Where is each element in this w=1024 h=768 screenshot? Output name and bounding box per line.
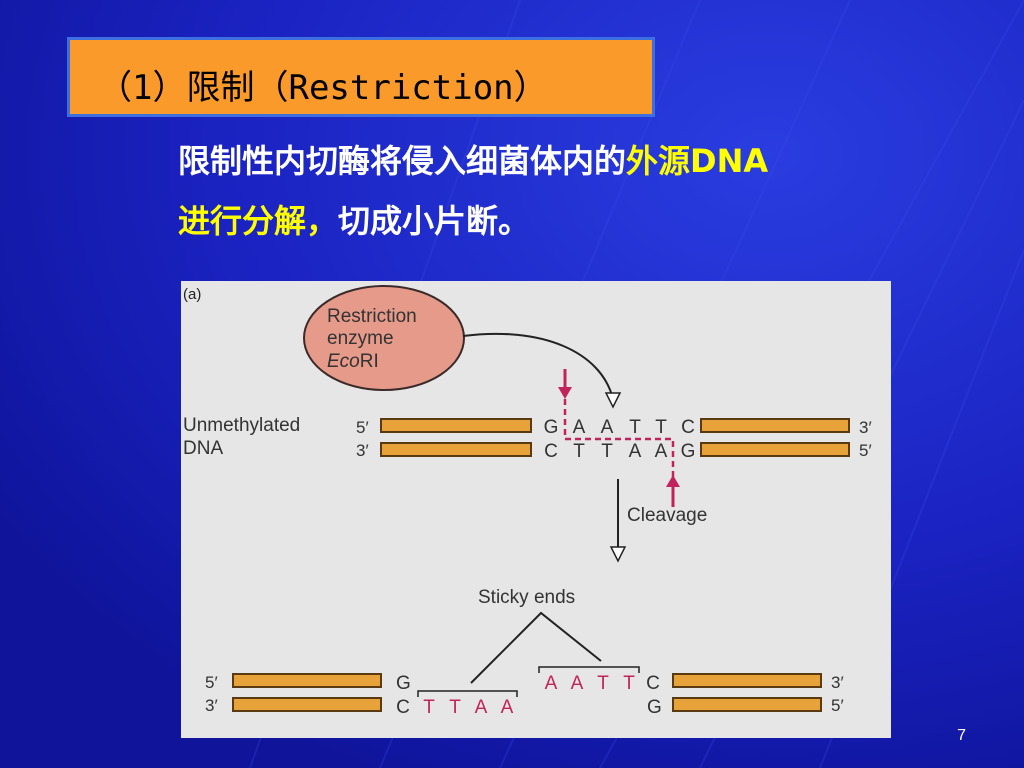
bottom-left-5prime: 5′: [205, 673, 218, 692]
bl-bottom-base-3: A: [475, 697, 488, 718]
top-seq-3: T: [629, 417, 641, 438]
bl-bottom-base-2: T: [449, 697, 461, 718]
br-bottom-base: G: [647, 697, 662, 718]
restriction-diagram: (a) Restriction enzyme EcoRI Unmethylate…: [181, 281, 891, 738]
bottom-right-3prime: 3′: [831, 673, 844, 692]
bottom-seq-3: A: [629, 441, 642, 462]
bottom-seq-5: G: [681, 441, 696, 462]
top-seq-2: A: [601, 417, 614, 438]
br-top-base-1: A: [571, 673, 584, 694]
enzyme-label-rest: RI: [360, 351, 379, 372]
bottom-cut-arrowhead: [666, 475, 680, 487]
sticky-ends-pointer: [470, 611, 602, 684]
dna-label-line-1: Unmethylated: [183, 415, 300, 436]
page-number: 7: [957, 727, 966, 744]
strand-bottom-left-lower: [232, 697, 382, 712]
strand-bottom-right-lower: [672, 697, 822, 712]
title-box: （1）限制（Restriction）: [67, 37, 655, 117]
bottom-left-3prime: 3′: [205, 696, 218, 715]
strand-bottom-left-upper: [232, 673, 382, 688]
bottom-right-5prime: 5′: [831, 696, 844, 715]
top-right-5prime: 5′: [859, 441, 872, 460]
top-left-5prime: 5′: [356, 418, 369, 437]
bottom-seq-1: T: [573, 441, 585, 462]
panel-label: (a): [183, 286, 201, 303]
br-top-base-4: C: [646, 673, 660, 694]
right-overhang-bracket: [538, 666, 640, 673]
bottom-seq-2: T: [601, 441, 613, 462]
br-top-base-2: T: [597, 673, 609, 694]
strand-top-left-lower: [380, 442, 532, 457]
strand-top-left-upper: [380, 418, 532, 433]
br-top-base-0: A: [545, 673, 558, 694]
cleavage-arrowhead: [609, 546, 627, 563]
top-seq-5: C: [681, 417, 695, 438]
body-line-1-highlight: 外源DNA: [626, 142, 769, 180]
body-line-1: 限制性内切酶将侵入细菌体内的外源DNA: [178, 136, 768, 182]
body-line-1-plain: 限制性内切酶将侵入细菌体内的: [178, 142, 627, 180]
enzyme-label-3: EcoRI: [327, 351, 379, 372]
body-line-2: 进行分解，切成小片断。: [178, 196, 530, 242]
enzyme-arrowhead: [604, 392, 622, 409]
bottom-seq-0: C: [544, 441, 558, 462]
bottom-seq-4: A: [655, 441, 668, 462]
strand-top-right-lower: [700, 442, 850, 457]
top-left-3prime: 3′: [356, 441, 369, 460]
cleavage-label: Cleavage: [627, 505, 707, 526]
top-seq-1: A: [573, 417, 586, 438]
bl-bottom-base-1: T: [423, 697, 435, 718]
cut-line: [563, 399, 675, 481]
top-seq-4: T: [655, 417, 667, 438]
sticky-ends-label: Sticky ends: [478, 587, 575, 608]
left-overhang-bracket: [417, 690, 518, 697]
strand-top-right-upper: [700, 418, 850, 433]
dna-label-line-2: DNA: [183, 438, 223, 459]
enzyme-label-2: enzyme: [327, 328, 394, 349]
top-right-3prime: 3′: [859, 418, 872, 437]
body-line-2-plain: 切成小片断。: [338, 202, 531, 240]
slide-title: （1）限制（Restriction）: [98, 68, 548, 108]
enzyme-ellipse: [303, 285, 465, 391]
top-seq-0: G: [544, 417, 559, 438]
enzyme-label-italic: Eco: [327, 351, 360, 372]
strand-bottom-right-upper: [672, 673, 822, 688]
top-cut-arrowhead: [558, 387, 572, 399]
bl-bottom-base-4: A: [501, 697, 514, 718]
bl-bottom-base-0: C: [396, 697, 410, 718]
body-line-2-highlight: 进行分解，: [178, 202, 339, 240]
br-top-base-3: T: [623, 673, 635, 694]
enzyme-label-1: Restriction: [327, 306, 417, 327]
bl-top-base: G: [396, 673, 411, 694]
enzyme-arrow: [462, 332, 614, 400]
